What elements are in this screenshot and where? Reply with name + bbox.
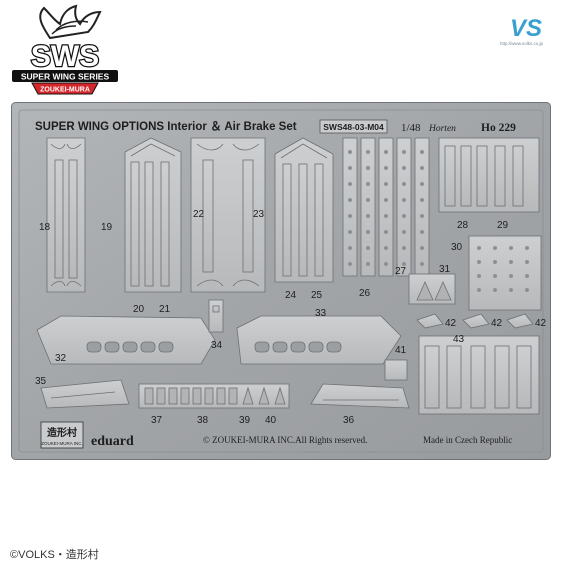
vs-letters: VS: [510, 15, 542, 42]
part-number-43: 43: [453, 334, 465, 345]
manufacturer-logo: eduard: [91, 434, 134, 449]
part-number-40: 40: [265, 415, 277, 426]
part-24-25: [274, 137, 334, 283]
part-number-42-a: 42: [445, 318, 457, 329]
part-number-29: 29: [497, 220, 509, 231]
scale-label: 1/48: [401, 122, 421, 134]
part-number-32: 32: [55, 353, 67, 364]
part-code: SWS48-03-M04: [323, 122, 384, 132]
part-number-19: 19: [101, 222, 113, 233]
part-number-35: 35: [35, 376, 47, 387]
part-number-22: 22: [193, 209, 205, 220]
part-20-21: [124, 137, 182, 293]
part-18-19: [46, 137, 86, 293]
fret-title: SUPER WING OPTIONS Interior ＆ Air Brake …: [35, 120, 297, 133]
part-number-21: 21: [159, 304, 171, 315]
series-label: SUPER WING SERIES: [21, 72, 110, 82]
perforation-holes: [348, 150, 424, 266]
zoukei-mura-stamp: [40, 421, 84, 449]
part-34: [208, 299, 224, 333]
sws-brand-logo: SWS SUPER WING SERIES ZOUKEI-MURA: [12, 4, 118, 95]
sheet-copyright: © ZOUKEI-MURA INC.All Rights reserved.: [203, 435, 367, 445]
part-number-30: 30: [451, 242, 463, 253]
part-code-box: [319, 119, 388, 134]
made-in-label: Made in Czech Republic: [423, 435, 512, 445]
part-28-29: [438, 137, 540, 213]
stamp-kanji: 造形村: [47, 426, 77, 439]
series-band: [12, 70, 118, 82]
part-number-38: 38: [197, 415, 209, 426]
part-31: [408, 273, 456, 305]
part-42: [416, 313, 534, 329]
part-number-39: 39: [239, 415, 251, 426]
model-script: Horten: [428, 124, 456, 134]
image-copyright: ©VOLKS・造形村: [10, 549, 99, 561]
part-number-42-c: 42: [535, 318, 547, 329]
part-number-25: 25: [311, 290, 323, 301]
stamp-subtext: ZOUKEI-MURA INC.: [41, 441, 83, 446]
part-number-28: 28: [457, 220, 469, 231]
part-30: [468, 235, 542, 311]
part-32: [36, 315, 216, 365]
model-name: Ho 229: [481, 122, 516, 134]
fret-inner-edge: [18, 109, 544, 453]
part-22-23: [190, 137, 266, 293]
part-number-26: 26: [359, 288, 371, 299]
part-number-34: 34: [211, 340, 223, 351]
vs-corner-logo: VS http://www.volks.co.jp: [500, 15, 544, 46]
part-number-labels: 18 19 20 21 22 23 24 25 26 27 28 29 30 3…: [35, 209, 547, 426]
maker-label: ZOUKEI-MURA: [40, 87, 90, 94]
part-41: [384, 359, 408, 381]
maker-band: [31, 82, 99, 95]
part-number-23: 23: [253, 209, 265, 220]
part-number-37: 37: [151, 415, 163, 426]
part-33: [236, 315, 402, 365]
part-number-27: 27: [395, 266, 407, 277]
part-number-36: 36: [343, 415, 355, 426]
part-37-40: [138, 383, 290, 409]
photo-etch-fret: SUPER WING OPTIONS Interior ＆ Air Brake …: [11, 102, 551, 460]
part-number-31: 31: [439, 264, 451, 275]
part-26-27: [342, 137, 430, 277]
wing-emblem-icon: [39, 4, 102, 40]
sws-letters: SWS: [31, 40, 99, 73]
vs-url: http://www.volks.co.jp: [500, 41, 544, 46]
part-number-42-b: 42: [491, 318, 503, 329]
part-43: [418, 335, 540, 415]
part-35: [40, 379, 130, 409]
part-number-41: 41: [395, 345, 407, 356]
part-number-33: 33: [315, 308, 327, 319]
part-number-24: 24: [285, 290, 297, 301]
part-number-18: 18: [39, 222, 51, 233]
part-36: [310, 383, 410, 409]
part-number-20: 20: [133, 304, 145, 315]
